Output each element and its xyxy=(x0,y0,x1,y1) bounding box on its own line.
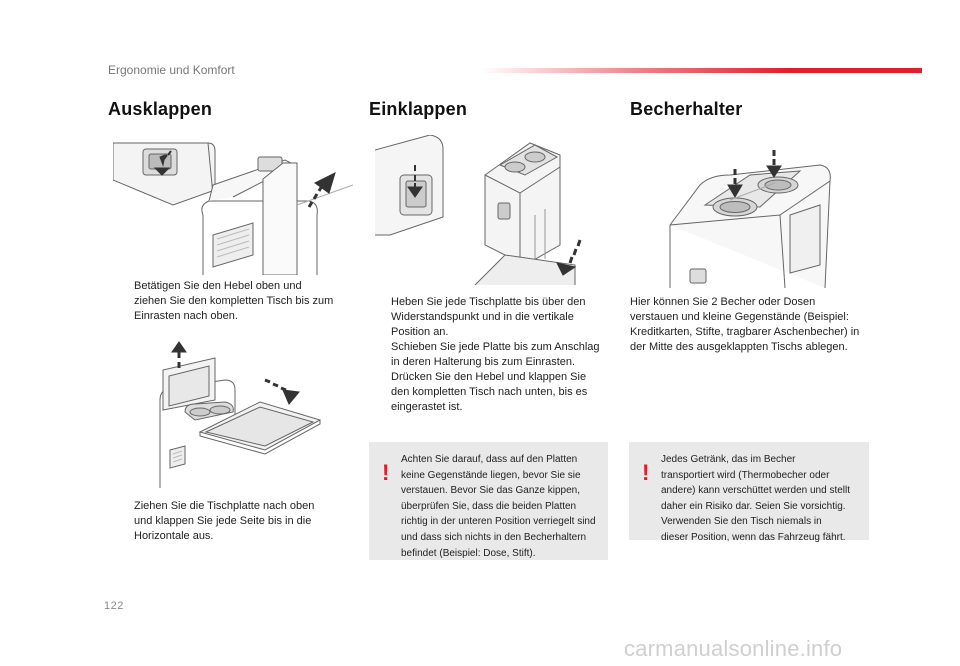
section-title: Ergonomie und Komfort xyxy=(108,63,235,77)
warning-text: Achten Sie darauf, dass auf den Platten … xyxy=(401,454,596,559)
page-number: 122 xyxy=(104,600,124,612)
warning-icon: ! xyxy=(382,460,390,485)
list-item: Betätigen Sie den Hebel oben und ziehen … xyxy=(134,280,334,322)
table-tray-open-illustration xyxy=(159,341,322,488)
watermark: carmanualsonline.info xyxy=(624,636,843,661)
table-unfold-lever-illustration xyxy=(113,142,353,275)
list-item: Drücken Sie den Hebel und klappen Sie de… xyxy=(391,371,588,413)
list-item: Schieben Sie jede Platte bis zum Anschla… xyxy=(391,341,600,368)
ausklappen-instructions-b: Ziehen Sie die Tischplatte nach oben und… xyxy=(112,499,314,544)
header-accent-bar xyxy=(480,68,922,73)
list-item: Ziehen Sie die Tischplatte nach oben und… xyxy=(134,500,315,542)
warning-box-becherhalter: ! Jedes Getränk, das im Becher transport… xyxy=(629,442,869,543)
ausklappen-instructions-a: Betätigen Sie den Hebel oben und ziehen … xyxy=(112,279,333,324)
list-item: Heben Sie jede Tischplatte bis über den … xyxy=(391,296,586,338)
warning-text: Jedes Getränk, das im Becher transportie… xyxy=(661,454,850,543)
cup-holder-illustration xyxy=(669,150,831,288)
warning-icon: ! xyxy=(642,460,650,485)
cup-holder-description: Hier können Sie 2 Becher oder Dosen vers… xyxy=(630,296,860,353)
table-fold-illustration xyxy=(375,135,582,285)
heading-becherhalter: Becherhalter xyxy=(630,99,743,119)
einklappen-instructions: Heben Sie jede Tischplatte bis über den … xyxy=(369,295,600,415)
heading-ausklappen: Ausklappen xyxy=(108,99,213,119)
warning-box-einklappen: ! Achten Sie darauf, dass auf den Platte… xyxy=(369,442,608,560)
heading-einklappen: Einklappen xyxy=(369,99,468,119)
